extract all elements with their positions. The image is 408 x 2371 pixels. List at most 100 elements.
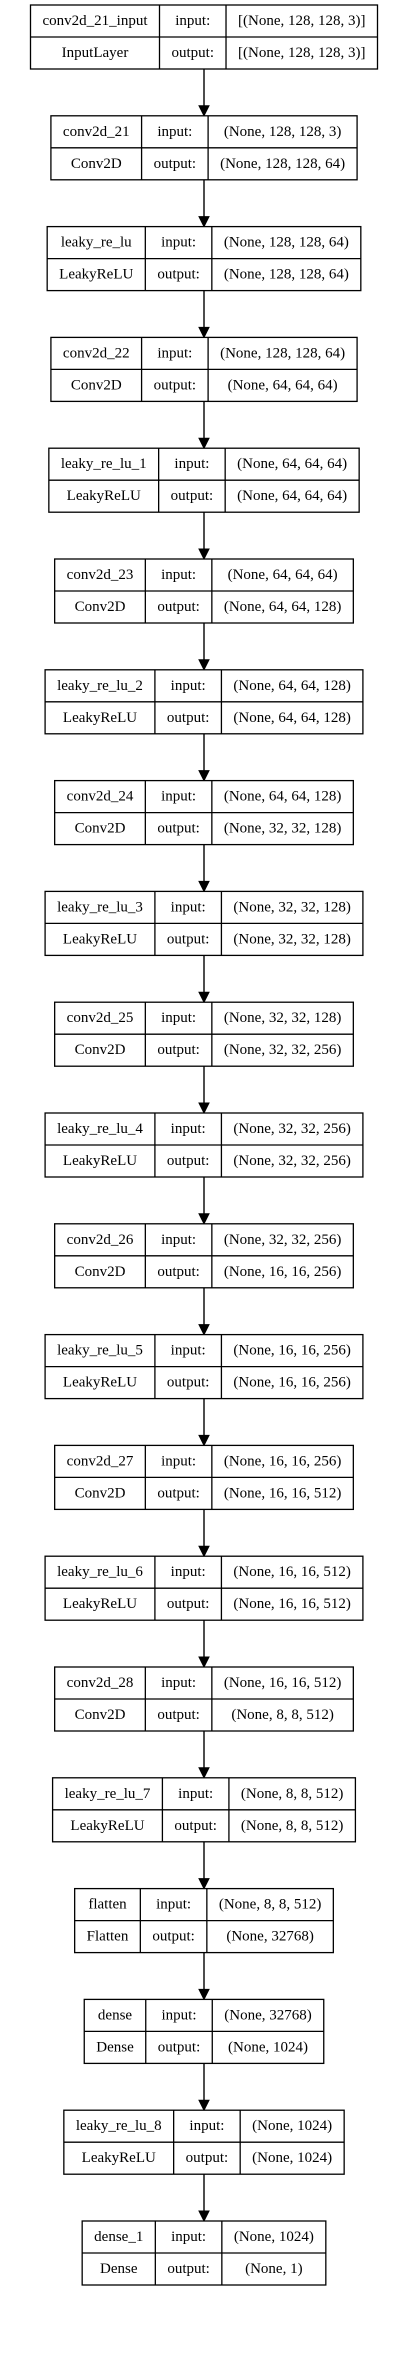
input-label: input:: [157, 345, 192, 361]
layer-type: Conv2D: [75, 1485, 126, 1501]
edge-arrow: [198, 733, 210, 782]
output-label: output:: [154, 377, 197, 393]
arrowhead-icon: [198, 1102, 210, 1115]
output-shape: (None, 64, 64, 128): [233, 710, 350, 726]
output-label: output:: [157, 821, 200, 837]
input-shape: (None, 128, 128, 3): [224, 124, 341, 140]
edge-arrow: [198, 1731, 210, 1779]
layer-name: conv2d_22: [63, 345, 130, 361]
layer-name: flatten: [88, 1897, 127, 1913]
input-shape: (None, 64, 64, 128): [233, 678, 350, 694]
arrowhead-icon: [198, 1324, 210, 1336]
output-shape: (None, 8, 8, 512): [231, 1707, 333, 1723]
layer-node-leaky-re-lu-2: leaky_re_lu_2LeakyReLUinput:output:(None…: [44, 669, 364, 735]
arrowhead-icon: [198, 2210, 210, 2223]
input-shape: (None, 1024): [252, 2118, 332, 2134]
layer-node-leaky-re-lu-6: leaky_re_lu_6LeakyReLUinput:output:(None…: [44, 1555, 364, 1621]
edge-arrow: [198, 2174, 210, 2223]
output-shape: (None, 1024): [252, 2150, 332, 2166]
input-label: input:: [175, 13, 210, 29]
layer-name: leaky_re_lu_7: [65, 1786, 151, 1802]
edge-arrow: [198, 69, 210, 117]
output-shape: (None, 128, 128, 64): [224, 267, 349, 283]
edge-arrow: [198, 512, 210, 561]
layer-name: conv2d_24: [67, 789, 134, 805]
arrowhead-icon: [198, 1434, 210, 1447]
output-label: output:: [171, 488, 214, 504]
input-label: input:: [162, 2007, 197, 2023]
output-label: output:: [157, 267, 200, 283]
output-shape: (None, 16, 16, 512): [233, 1596, 350, 1612]
output-shape: (None, 128, 128, 64): [220, 156, 345, 172]
input-shape: (None, 32, 32, 256): [233, 1121, 350, 1137]
arrowhead-icon: [198, 326, 210, 339]
edge-arrow: [198, 1177, 210, 1225]
edges-layer: [198, 69, 210, 2223]
output-shape: (None, 16, 16, 256): [224, 1264, 341, 1280]
input-shape: (None, 32, 32, 128): [233, 899, 350, 915]
edge-arrow: [198, 1287, 210, 1336]
input-shape: (None, 16, 16, 512): [233, 1564, 350, 1580]
layer-type: LeakyReLU: [63, 1375, 137, 1391]
input-label: input:: [189, 2118, 224, 2134]
output-shape: (None, 32, 32, 256): [224, 1042, 341, 1058]
output-label: output:: [186, 2150, 229, 2166]
output-label: output:: [157, 1485, 200, 1501]
layer-name: conv2d_25: [67, 1010, 134, 1026]
arrowhead-icon: [198, 1656, 210, 1669]
arrowhead-icon: [198, 437, 210, 450]
layer-name: conv2d_28: [67, 1675, 134, 1691]
layer-node-leaky-re-lu-8: leaky_re_lu_8LeakyReLUinput:output:(None…: [63, 2109, 345, 2175]
nodes-layer: conv2d_21_inputInputLayerinput:output:[(…: [29, 4, 379, 2286]
input-label: input:: [161, 1453, 196, 1469]
arrowhead-icon: [198, 1988, 210, 2001]
input-label: input:: [157, 124, 192, 140]
input-shape: (None, 32, 32, 256): [224, 1232, 341, 1248]
layer-type: LeakyReLU: [63, 1596, 137, 1612]
input-shape: (None, 8, 8, 512): [241, 1786, 343, 1802]
layer-name: dense: [98, 2007, 132, 2023]
input-label: input:: [161, 1010, 196, 1026]
input-shape: (None, 16, 16, 256): [233, 1343, 350, 1359]
layer-type: LeakyReLU: [63, 1153, 137, 1169]
input-label: input:: [161, 1232, 196, 1248]
output-shape: (None, 8, 8, 512): [241, 1818, 343, 1834]
input-label: input:: [171, 2229, 206, 2245]
edge-arrow: [198, 955, 210, 1004]
layer-name: leaky_re_lu_1: [61, 456, 147, 472]
layer-type: Flatten: [87, 1929, 129, 1945]
output-shape: (None, 1024): [228, 2039, 308, 2055]
layer-name: conv2d_21_input: [43, 13, 149, 29]
input-label: input:: [161, 235, 196, 251]
layer-type: LeakyReLU: [59, 267, 133, 283]
layer-name: dense_1: [94, 2229, 143, 2245]
arrowhead-icon: [198, 1545, 210, 1558]
output-label: output:: [152, 1929, 195, 1945]
layer-name: conv2d_21: [63, 124, 130, 140]
edge-arrow: [198, 1841, 210, 1890]
edge-arrow: [198, 1952, 210, 2001]
input-label: input:: [161, 789, 196, 805]
edge-arrow: [198, 290, 210, 339]
edge-arrow: [198, 844, 210, 893]
layer-type: Conv2D: [75, 1707, 126, 1723]
arrowhead-icon: [198, 1878, 210, 1890]
layer-type: Conv2D: [75, 821, 126, 837]
layer-type: Conv2D: [75, 1042, 126, 1058]
layer-name: leaky_re_lu_4: [57, 1121, 143, 1137]
output-shape: (None, 16, 16, 512): [224, 1485, 341, 1501]
layer-type: Conv2D: [71, 156, 122, 172]
edge-arrow: [198, 179, 210, 228]
input-shape: (None, 128, 128, 64): [220, 345, 345, 361]
layer-name: leaky_re_lu_3: [57, 899, 143, 915]
layer-name: conv2d_23: [67, 567, 134, 583]
input-label: input:: [171, 1564, 206, 1580]
layer-type: LeakyReLU: [70, 1818, 144, 1834]
